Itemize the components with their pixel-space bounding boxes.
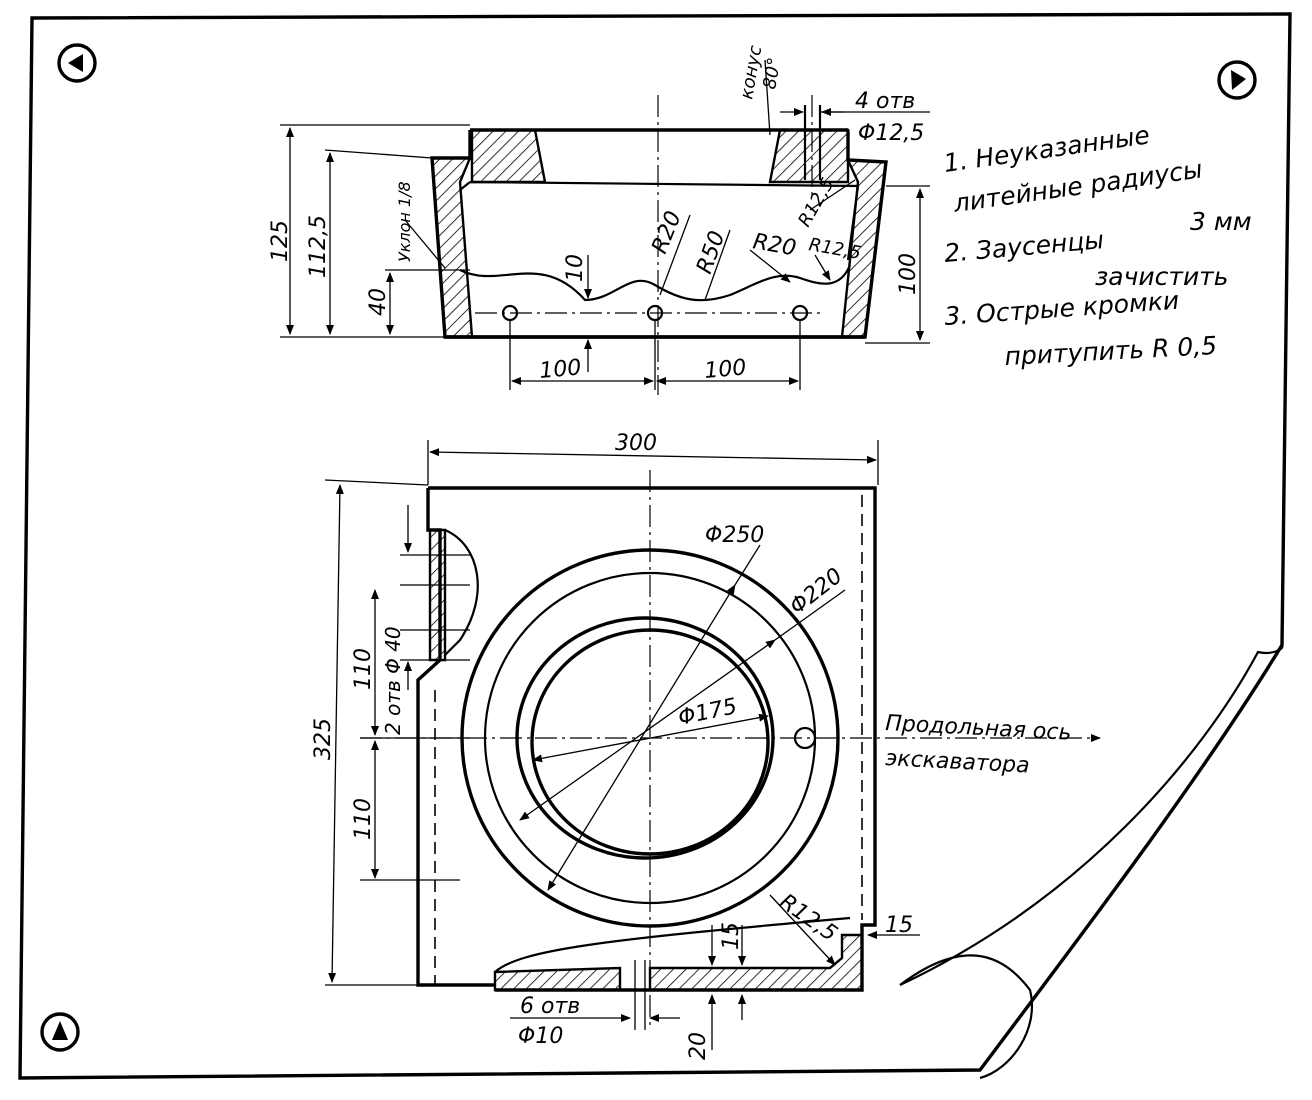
dim-100-left: 100 bbox=[538, 355, 582, 384]
note-2-line-1: 2. Заусенцы bbox=[943, 225, 1105, 268]
dim-125: 125 bbox=[268, 220, 293, 262]
dia-175: Φ175 bbox=[676, 694, 739, 731]
dim-110-bottom: 110 bbox=[351, 798, 376, 840]
corner-marker-top-right bbox=[1217, 60, 1257, 100]
holes-count-label: 4 отв bbox=[855, 89, 915, 114]
note-3-line-1: 3. Острые кромки bbox=[943, 286, 1180, 331]
slope-label: Уклон 1/8 bbox=[395, 181, 414, 262]
dim-100-height: 100 bbox=[896, 253, 921, 295]
axis-label-line-2: экскаватора bbox=[885, 746, 1031, 779]
paper-sheet bbox=[18, 12, 1292, 1080]
radius-r20-a: R20 bbox=[647, 208, 686, 257]
plan-view: Φ250 Φ220 Φ175 300 325 110 110 2 отв Φ 4… bbox=[311, 431, 1101, 1060]
cone-angle: 80° bbox=[759, 56, 785, 91]
notes-block: 1. Неуказанные литейные радиусы 3 мм 2. … bbox=[942, 120, 1252, 371]
dim-40: 40 bbox=[366, 288, 391, 316]
radius-r12-5-plan: R12,5 bbox=[775, 889, 842, 946]
corner-marker-top-left bbox=[57, 43, 97, 83]
dim-15-right: 15 bbox=[885, 913, 913, 938]
dim-300: 300 bbox=[615, 431, 657, 456]
dim-112-5: 112,5 bbox=[306, 215, 331, 278]
dim-110-top: 110 bbox=[351, 648, 376, 690]
dim-10: 10 bbox=[563, 254, 588, 282]
holes-6-dia: Φ10 bbox=[518, 1024, 563, 1049]
dim-100-right: 100 bbox=[703, 355, 747, 384]
note-3-line-2: притупить R 0,5 bbox=[1004, 331, 1218, 371]
section-view: 125 112,5 40 Уклон 1/8 10 100 100 100 R2… bbox=[268, 44, 930, 395]
corner-marker-bottom-left bbox=[40, 1012, 80, 1052]
holes-dia-label: Φ12,5 bbox=[858, 121, 924, 146]
note-1-line-3: 3 мм bbox=[1190, 207, 1252, 236]
radius-r50: R50 bbox=[692, 228, 730, 277]
dia-250: Φ250 bbox=[705, 523, 764, 548]
axis-label-line-1: Продольная ось bbox=[885, 711, 1072, 746]
note-2-line-2: зачистить bbox=[1095, 262, 1228, 291]
holes-2-label: 2 отв Φ 40 bbox=[381, 626, 405, 735]
dia-220: Φ220 bbox=[785, 564, 847, 620]
dim-20: 20 bbox=[686, 1032, 711, 1060]
dim-15-mid: 15 bbox=[719, 922, 744, 950]
dim-325: 325 bbox=[311, 718, 336, 760]
holes-6-count: 6 отв bbox=[520, 994, 580, 1019]
